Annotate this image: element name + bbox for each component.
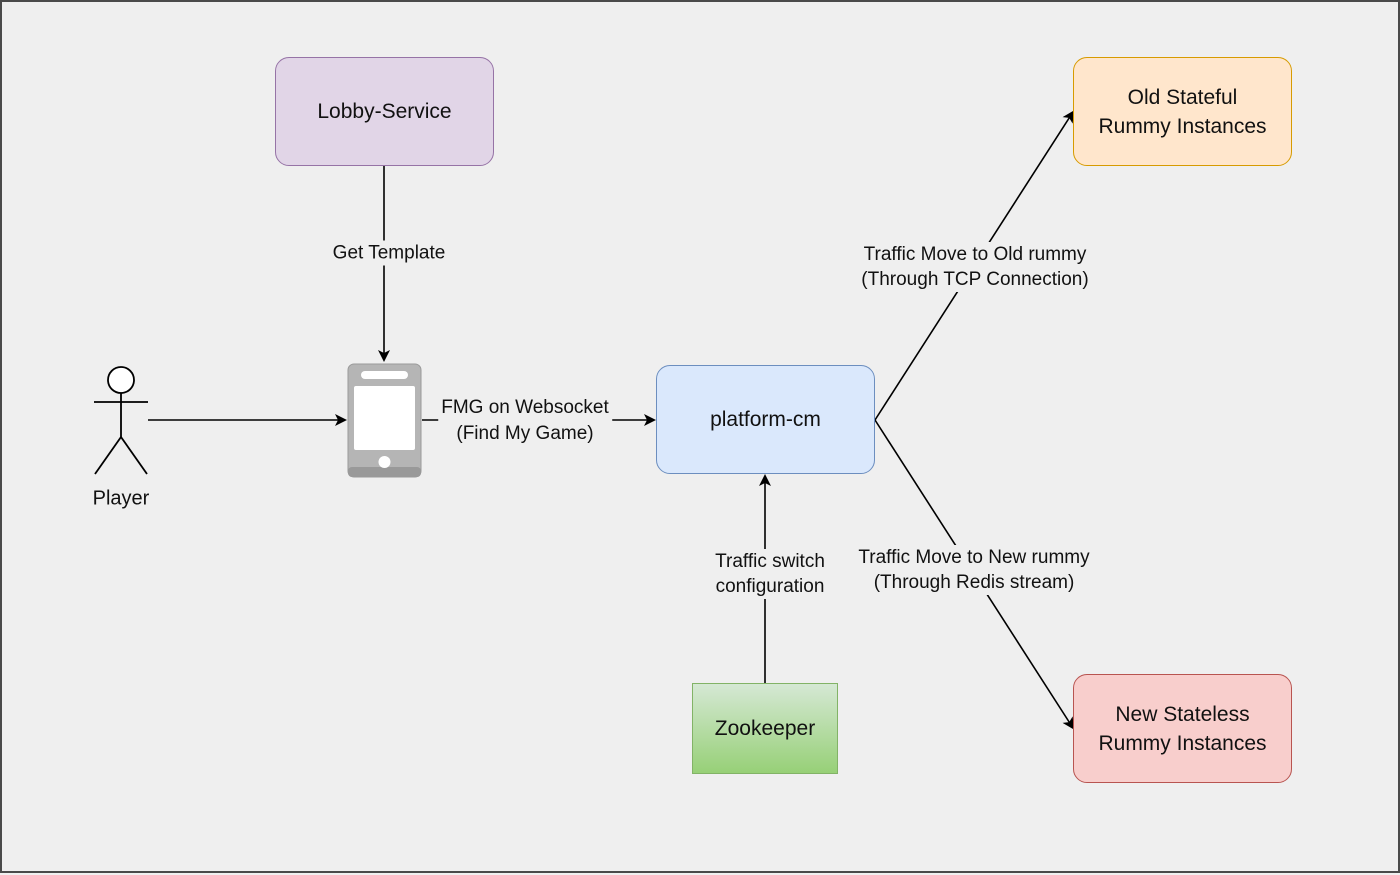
old-stateful-rummy-label: Old Stateful Rummy Instances <box>1098 85 1267 138</box>
edge-label-fmg: FMG on Websocket (Find My Game) <box>438 395 612 447</box>
zookeeper-node[interactable]: Zookeeper <box>692 683 838 774</box>
edge-label-traffic-switch: Traffic switch configuration <box>712 549 828 599</box>
edge-label-to-new: Traffic Move to New rummy (Through Redis… <box>855 545 1093 595</box>
edge-label-to-old: Traffic Move to Old rummy (Through TCP C… <box>858 242 1092 292</box>
new-stateless-rummy-label: New Stateless Rummy Instances <box>1098 702 1267 755</box>
player-label: Player <box>92 487 150 510</box>
platform-cm-label: platform-cm <box>710 408 821 431</box>
person-stick-figure-icon[interactable] <box>92 364 150 477</box>
old-stateful-rummy-node[interactable]: Old Stateful Rummy Instances <box>1073 57 1292 166</box>
zookeeper-label: Zookeeper <box>714 717 816 740</box>
platform-cm-node[interactable]: platform-cm <box>656 365 875 474</box>
mobile-phone-icon[interactable] <box>347 363 422 478</box>
new-stateless-rummy-node[interactable]: New Stateless Rummy Instances <box>1073 674 1292 783</box>
edge-label-get-template: Get Template <box>329 240 449 266</box>
lobby-service-node[interactable]: Lobby-Service <box>275 57 494 166</box>
lobby-service-label: Lobby-Service <box>317 100 452 123</box>
